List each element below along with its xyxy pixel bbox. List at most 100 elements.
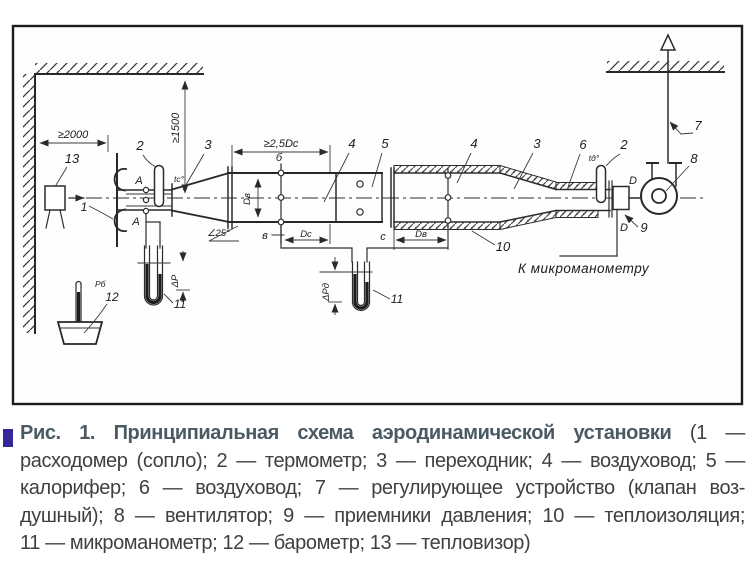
dim-25dc: ≥2,5Dс [264, 138, 299, 150]
thermal-imager: 13 [44, 151, 85, 229]
receiver-box [612, 185, 630, 211]
insulation-band-top [555, 182, 599, 190]
figure-caption: Рис. 1. Принципиальная схема аэродинамич… [0, 420, 752, 558]
dim-delta-p: ΔP [170, 274, 181, 288]
label-3-left: 3 [204, 137, 212, 152]
note-to-micromanometer: К микроманометру [518, 261, 650, 276]
dim-dv-left: Dв [242, 193, 253, 205]
angle-wedge [208, 225, 239, 242]
pressure-tap [142, 207, 150, 215]
damper-rod: 7 [659, 33, 702, 164]
label-10: 10 [496, 239, 511, 254]
tap-line [280, 225, 353, 263]
label-9: 9 [640, 220, 647, 235]
caption-bullet [3, 429, 13, 447]
dim-1500: ≥1500 [170, 112, 182, 143]
angle-25-label: ∠25° [207, 228, 230, 239]
u-bend [356, 301, 366, 307]
section-mark-c: с [380, 231, 386, 243]
pressure-tap [142, 196, 150, 204]
u-tube-manometer-center: ΔPд 11 [280, 225, 449, 315]
label-3-right: 3 [533, 136, 541, 151]
pressure-receivers: D D К микроманометру 9 [518, 175, 650, 276]
label-4-right: 4 [470, 136, 477, 151]
label-11-center: 11 [391, 292, 403, 306]
duct-outlet: 6 [555, 137, 611, 218]
barometer-cup [56, 321, 104, 345]
label-7: 7 [694, 118, 702, 133]
label-6: 6 [579, 137, 587, 152]
label-5: 5 [381, 136, 389, 151]
dimensions: ≥2000 ≥1500 ≥2,5Dс Dв Dс Dв [39, 80, 449, 250]
pressure-tap [277, 194, 285, 201]
label-2-left: 2 [135, 138, 144, 153]
caption-line: 11 — микроманометр; 12 — барометр; 13 — … [20, 532, 531, 555]
caption-line: душный); 8 — вентилятор; 9 — приемники д… [20, 504, 745, 527]
section-mark-d-top: D [629, 175, 637, 187]
pressure-tap [277, 218, 285, 226]
caption-line: калорифер; 6 — воздуховод; 7 — регулирую… [20, 477, 745, 500]
leader-11-center [372, 289, 391, 300]
temp-label-td: tд° [589, 153, 600, 163]
thermometer-body [153, 164, 165, 208]
caption-line: расходомер (сопло); 2 — термометр; 3 — п… [20, 449, 745, 472]
pressure-tap [444, 194, 452, 201]
pressure-tap [444, 217, 452, 224]
dim-delta-pd: ΔPд [321, 283, 332, 302]
dim-2000: ≥2000 [58, 129, 89, 141]
thermometer-left: tс° 2 [135, 138, 185, 208]
label-12: 12 [105, 290, 119, 304]
heater-port [356, 208, 364, 216]
leader-13 [55, 166, 68, 186]
manometer-liquid [353, 274, 369, 310]
flow-meter-nozzle: А А 1 [81, 153, 173, 247]
u-tube-manometer-left: ΔP 11 [137, 213, 190, 311]
cone-wall [499, 172, 557, 191]
ceiling-left-hatching [35, 63, 203, 74]
dim-dc: Dс [300, 229, 312, 240]
section-mark-d-bottom: D [620, 222, 628, 234]
wall-hatching [23, 74, 35, 333]
aerodynamic-installation-diagram: 13 А А 1 tс° 2 [11, 24, 744, 406]
tripod-leg [59, 209, 65, 229]
caption-title: Рис. 1. Принципиальная схема аэродинамич… [20, 422, 672, 444]
heater-port [356, 180, 364, 188]
leader-7 [669, 121, 694, 135]
u-bend [143, 295, 164, 306]
u-bend [351, 301, 371, 312]
leader-3-right [513, 152, 534, 190]
ceiling-right-hatching [607, 61, 724, 72]
figure-frame [11, 24, 744, 406]
leader-2-left [142, 154, 157, 168]
leader-8 [665, 165, 690, 192]
label-4-left: 4 [348, 136, 355, 151]
cone-wall [170, 209, 231, 224]
thermometer-right: tд° 2 [589, 137, 628, 204]
tripod-leg [45, 209, 51, 229]
barometer-tube-cap [75, 280, 82, 285]
insulation-band-bottom [555, 210, 599, 218]
thermometer-body [595, 164, 607, 204]
manometer-liquid [145, 264, 162, 305]
pressure-tap [142, 186, 150, 194]
section-mark-a-bottom: А [131, 216, 139, 228]
label-1: 1 [81, 200, 88, 214]
pressure-label-pb: Pб [95, 279, 107, 289]
section-mark-a-top: А [134, 175, 142, 187]
pressure-tap [277, 169, 285, 177]
section-mark-b-top: б [276, 152, 283, 164]
room-walls [23, 61, 725, 334]
leader-11-left [163, 293, 174, 304]
cone-wall [499, 209, 557, 223]
label-11-left: 11 [174, 297, 186, 311]
section-mark-v-bottom: в [262, 230, 268, 242]
barometer: Pб 12 [56, 279, 119, 345]
label-13: 13 [65, 151, 80, 166]
leader-4-right [456, 152, 472, 184]
leader-5 [371, 152, 383, 188]
pressure-tap [444, 172, 452, 179]
fan-hub [651, 188, 667, 204]
rod-top-triangle [659, 33, 677, 51]
u-bend [148, 295, 159, 301]
